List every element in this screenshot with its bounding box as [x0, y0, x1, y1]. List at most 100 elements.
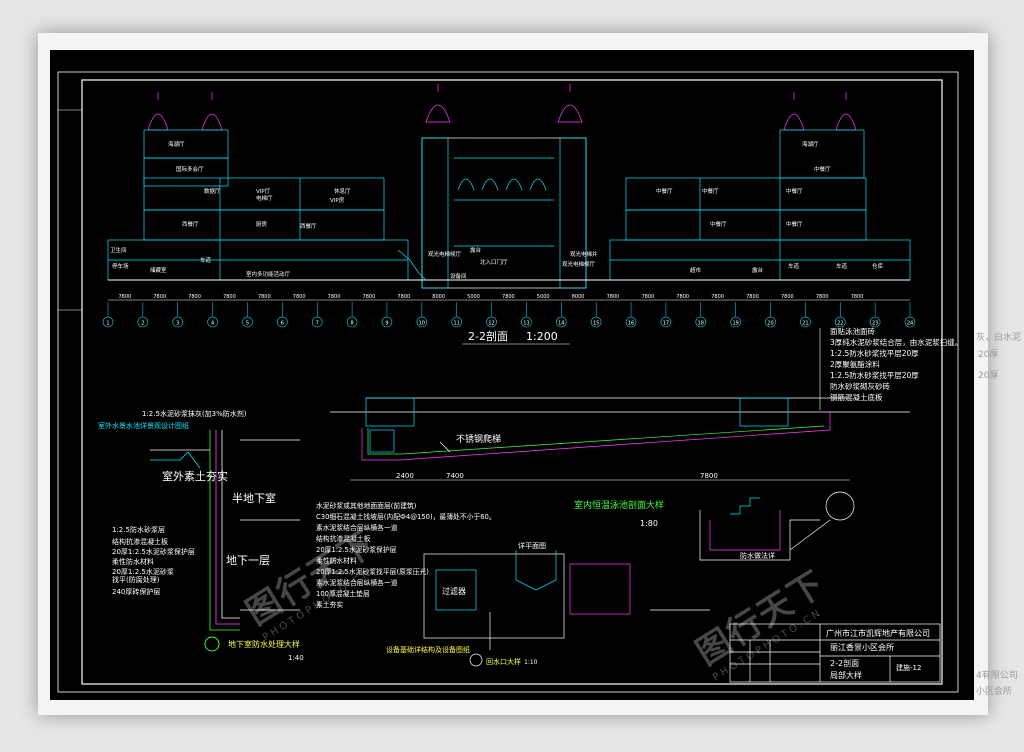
- section-room-label: 室内多功能活动厅: [246, 270, 291, 278]
- floor-layer: C30细石混凝土找坡层(内配Ф4@150)，最薄处不小于60。: [316, 512, 496, 521]
- basement-layer: 240厚砖保护层: [112, 587, 160, 596]
- section-room-label: 中餐厅: [786, 187, 803, 195]
- section-room-label: VIP房: [330, 196, 345, 204]
- axis-number: 20: [767, 321, 773, 327]
- section-room-label: 西餐厅: [182, 220, 199, 228]
- grid-dim-label: 7800: [363, 294, 376, 300]
- axis-number: 24: [907, 321, 913, 327]
- right-tower-domes: [783, 92, 857, 131]
- axis-number: 3: [176, 321, 179, 327]
- section-room-label: 车道: [788, 262, 800, 270]
- section-room-label: 停车场: [112, 262, 129, 270]
- grid-dim-label: 7800: [502, 294, 515, 300]
- grid-dim-label: 7800: [293, 294, 306, 300]
- floor-layer: 100厚混凝土垫层: [316, 589, 370, 598]
- section-room-label: 数据厅: [204, 187, 221, 195]
- section-room-label: 电梯厅: [256, 194, 273, 202]
- basement-scale: 1:40: [288, 654, 304, 662]
- section-room-label: 仓库: [872, 262, 884, 270]
- grid-dim-label: 7800: [153, 294, 166, 300]
- axis-number: 5: [246, 321, 249, 327]
- section-room-label: 车道: [836, 262, 848, 270]
- section-title: 2-2剖面: [468, 329, 508, 343]
- axis-number: 1: [106, 321, 109, 327]
- drain-subtitle: 设备基础详结构及设备图纸: [386, 645, 470, 654]
- grid-dim-label: 8000: [432, 294, 445, 300]
- drain-top: 详平面图: [518, 541, 546, 550]
- section-2-2: [107, 84, 911, 301]
- roof-notes: 面贴泳池面砖3厚纯水泥砂浆结合层，由水泥浆扫缝。1:2.5防水砂浆找平层20厚2…: [830, 326, 962, 402]
- section-room-label: VIP厅: [256, 188, 271, 195]
- grid-dim-label: 5000: [537, 294, 550, 300]
- grid-dim-label: 8000: [572, 294, 585, 300]
- drain-scale: 1:10: [524, 659, 538, 666]
- pool-ladder-label: 不锈钢爬梯: [456, 433, 501, 445]
- pool-scale: 1:80: [640, 519, 658, 528]
- pool-edge-detail: [699, 491, 855, 561]
- section-room-label: 中餐厅: [656, 187, 673, 195]
- tb-drawing: 2-2剖面: [830, 658, 859, 668]
- axis-number: 11: [454, 321, 460, 327]
- outside-text-2: 20厚: [978, 350, 999, 360]
- axis-number: 13: [523, 321, 529, 327]
- section-room-label: 中餐厅: [710, 220, 727, 228]
- roof-note: 防水砂浆砌灰砂砖: [830, 381, 890, 391]
- roof-note: 1:2.5防水砂浆找平层20厚: [830, 348, 919, 358]
- section-room-label: 西餐厅: [300, 222, 317, 230]
- grid-dim-label: 5000: [467, 294, 480, 300]
- axis-number: 2: [141, 321, 144, 327]
- floor-layer: 20厚1:2.5水泥砂浆保护层: [316, 545, 397, 554]
- left-tower-domes: [147, 92, 223, 131]
- basement-layers: 1:2.5防水砂浆层结构抗渗混凝土板20厚1:2.5水泥砂浆保护层柔性防水材料2…: [112, 525, 195, 596]
- basement-b1: 地下一层: [226, 554, 270, 567]
- axis-number: 7: [316, 321, 319, 327]
- axis-number: 4: [211, 321, 214, 327]
- grid-dim-label: 7800: [118, 294, 131, 300]
- grid-dim-label: 7800: [816, 294, 829, 300]
- roof-note: 3厚纯水泥砂浆结合层，由水泥浆扫缝。: [830, 337, 962, 347]
- axis-number: 22: [837, 321, 843, 327]
- drain-box: 过滤器: [442, 586, 466, 596]
- section-room-label: 海湖厅: [168, 140, 185, 148]
- axis-number: 15: [593, 321, 599, 327]
- axis-number: 19: [732, 321, 738, 327]
- basement-layer: 20厚1:2.5水泥砂浆: [112, 567, 174, 576]
- section-room-label: 设备间: [450, 272, 467, 280]
- grid-dim-label: 7800: [781, 294, 794, 300]
- section-room-label: 观光电梯井: [570, 250, 598, 258]
- drain-title: 回水口大样: [486, 657, 521, 666]
- tb-project: 丽江香景小区会所: [830, 642, 894, 652]
- basement-layer: 20厚1:2.5水泥砂浆保护层: [112, 547, 195, 556]
- grid-dim-label: 7800: [607, 294, 620, 300]
- floor-layers: 水泥砂浆或其他地面面层(前建筑)C30细石混凝土找坡层(内配Ф4@150)，最薄…: [316, 501, 496, 609]
- grid-dim-label: 7800: [328, 294, 341, 300]
- axis-number: 6: [281, 321, 284, 327]
- section-room-label: 储藏室: [150, 266, 167, 274]
- roof-note: 面贴泳池面砖: [830, 326, 875, 336]
- section-room-label: 北入口门厅: [480, 258, 508, 266]
- section-room-label: 中餐厅: [814, 165, 831, 173]
- axis-number: 9: [385, 321, 388, 327]
- basement-soil: 室外素土夯实: [162, 469, 228, 483]
- title-block: [729, 623, 941, 683]
- roof-note: 1:2.5防水砂浆找平层20厚: [830, 370, 919, 380]
- pool-dim-right: 7800: [700, 472, 718, 480]
- basement-half: 半地下室: [232, 491, 276, 505]
- pool-dim-mid: 2400: [396, 472, 414, 480]
- basement-top1: 1:2.5水泥砂浆抹灰(加3%防水剂): [142, 409, 247, 418]
- floor-layer: 素水泥浆结合层纵横各一道: [316, 523, 398, 532]
- drain-detail: [423, 550, 710, 667]
- axis-number: 17: [663, 321, 669, 327]
- basement-title: 地下室防水处理大样: [228, 639, 300, 649]
- floor-layer: 素土夯实: [316, 600, 343, 609]
- section-room-label: 厨房: [256, 220, 268, 228]
- axis-number: 18: [698, 321, 704, 327]
- basement-top2: 室外水景水池详景观设计图纸: [98, 421, 189, 430]
- roof-note: 2厚聚氨酯涂料: [830, 359, 880, 369]
- grid-dim-label: 7800: [711, 294, 724, 300]
- grid-dim-label: 7800: [223, 294, 236, 300]
- grid-dim-label: 7800: [258, 294, 271, 300]
- section-room-label: 观光电梯候厅: [428, 250, 462, 258]
